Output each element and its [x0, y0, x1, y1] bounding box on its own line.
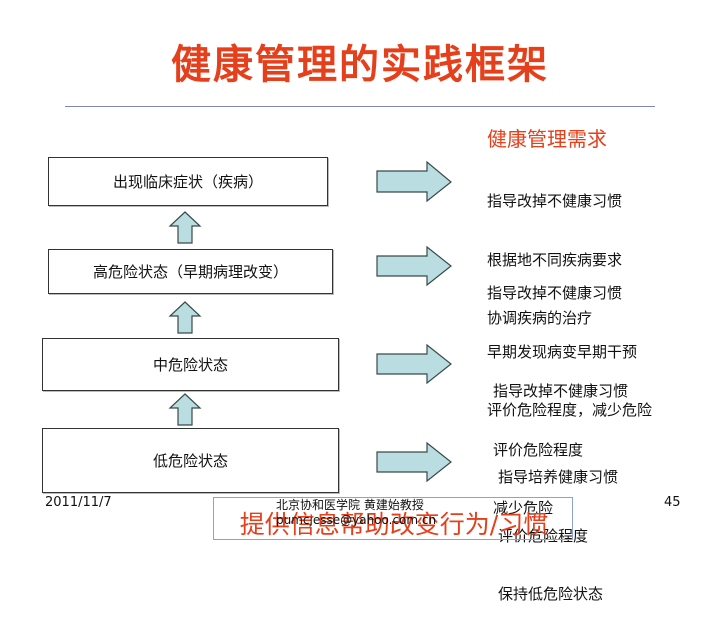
up-arrow-icon — [168, 393, 202, 426]
need-item: 指导培养健康习惯 — [498, 468, 619, 486]
up-arrow-icon — [168, 301, 202, 334]
needs-group-medium-risk: 指导改掉不健康习惯 评价危险程度 减少危险 — [493, 343, 628, 538]
need-item: 协调疾病的治疗 — [487, 309, 593, 327]
need-item: 评价危险程度，减少危险 — [487, 401, 653, 419]
right-arrow-icon — [376, 441, 452, 483]
slide-date: 2011/11/7 — [45, 495, 112, 510]
title-divider — [65, 106, 655, 107]
stage-box-disease: 出现临床症状（疾病） — [48, 157, 328, 206]
right-arrow-icon — [376, 245, 452, 287]
stage-box-high-risk: 高危险状态（早期病理改变） — [48, 249, 333, 294]
slide-title: 健康管理的实践框架 — [171, 42, 549, 88]
needs-group-disease: 指导改掉不健康习惯 根据地不同疾病要求 协调疾病的治疗 — [487, 153, 622, 348]
need-item: 指导改掉不健康习惯 — [487, 192, 623, 210]
needs-group-high-risk: 指导改掉不健康习惯 早期发现病变早期干预 评价危险程度，减少危险 — [487, 245, 652, 440]
footer-author: 北京协和医学院 黄建始教授 — [276, 498, 424, 512]
need-item: 指导改掉不健康习惯 — [487, 284, 623, 302]
stage-box-medium-risk: 中危险状态 — [42, 338, 339, 391]
need-item: 评价危险程度 — [493, 440, 584, 459]
need-item: 根据地不同疾病要求 — [487, 250, 623, 269]
slide-number: 45 — [664, 495, 681, 510]
right-arrow-icon — [376, 160, 452, 203]
needs-heading: 健康管理需求 — [487, 127, 607, 151]
footer-email: pumcjesse@yahoo.com.cn — [276, 513, 437, 527]
summary-banner: 提供信息帮助改变行为/习惯 北京协和医学院 黄建始教授 pumcjesse@ya… — [213, 497, 573, 540]
need-item: 保持低危险状态 — [498, 585, 604, 603]
need-item: 指导改掉不健康习惯 — [493, 382, 629, 400]
arrows-layer — [168, 160, 452, 483]
need-item: 早期发现病变早期干预 — [487, 342, 638, 361]
banner-text: 提供信息帮助改变行为/习惯 — [239, 510, 549, 539]
right-arrow-icon — [376, 343, 452, 385]
need-item: 减少危险 — [493, 499, 554, 517]
up-arrow-icon — [168, 211, 202, 244]
stage-box-low-risk: 低危险状态 — [42, 428, 339, 493]
